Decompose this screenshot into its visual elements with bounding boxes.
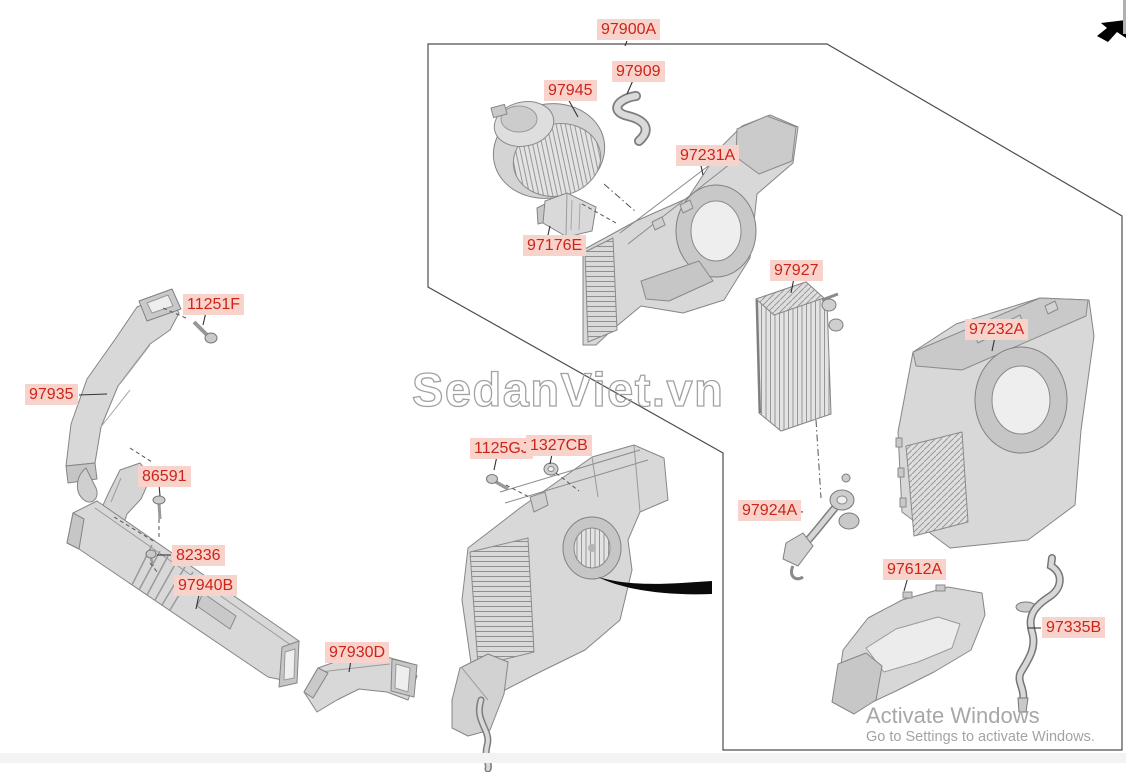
part-drawing-rear-console-duct [831, 584, 986, 715]
part-label-97909[interactable]: 97909 [612, 61, 665, 82]
activate-windows-subtext: Go to Settings to activate Windows. [866, 729, 1095, 745]
part-label-97945[interactable]: 97945 [544, 80, 597, 101]
part-drawing-side-defrost-duct [65, 288, 182, 484]
assembly-dashed-lines [113, 183, 822, 574]
part-drawing-resistor [536, 192, 597, 238]
right-edge-line [1123, 0, 1126, 34]
swoosh-mark [598, 577, 712, 595]
part-label-97924A[interactable]: 97924A [738, 500, 802, 521]
bolt-1125GJ [486, 474, 509, 491]
part-drawing-expansion-valve [782, 473, 860, 581]
screw-86591 [152, 495, 166, 520]
part-label-11251F[interactable]: 11251F [183, 294, 245, 315]
bolt-11251F [192, 320, 218, 344]
activate-windows-text: Activate Windows [866, 703, 1040, 728]
clip-82336 [145, 549, 157, 567]
part-label-97940B[interactable]: 97940B [174, 575, 238, 596]
part-drawing-heater-case-right [895, 297, 1095, 549]
diagram-border [427, 43, 1123, 751]
part-label-97335B[interactable]: 97335B [1042, 617, 1106, 638]
part-label-82336[interactable]: 82336 [172, 545, 225, 566]
part-label-97900A[interactable]: 97900A [597, 19, 661, 40]
part-drawing-blower-motor [490, 101, 606, 199]
part-label-1327CB[interactable]: 1327CB [526, 435, 592, 456]
part-drawing-rear-duct [303, 655, 418, 713]
part-label-97231A[interactable]: 97231A [676, 145, 740, 166]
ne-arrow-icon [1097, 20, 1126, 42]
part-drawing-evaporator [755, 281, 844, 432]
part-label-97927[interactable]: 97927 [770, 260, 823, 281]
part-label-97232A[interactable]: 97232A [965, 319, 1029, 340]
part-label-97612A[interactable]: 97612A [883, 559, 947, 580]
part-label-97176E[interactable]: 97176E [523, 235, 587, 256]
watermark-text: SedanViet.vn [412, 363, 724, 416]
part-label-97935[interactable]: 97935 [25, 384, 78, 405]
part-label-1125GJ[interactable]: 1125GJ [470, 438, 533, 459]
part-label-97930D[interactable]: 97930D [325, 642, 390, 663]
bottom-strip [0, 753, 1126, 763]
nut-1327CB [543, 462, 559, 476]
part-drawing-wiring-hose [612, 91, 651, 146]
part-drawing-drain-hose [1015, 554, 1064, 713]
part-drawing-blower-unit [451, 444, 669, 772]
part-drawing-heater-case-upper [582, 114, 799, 346]
part-label-86591[interactable]: 86591 [138, 466, 191, 487]
